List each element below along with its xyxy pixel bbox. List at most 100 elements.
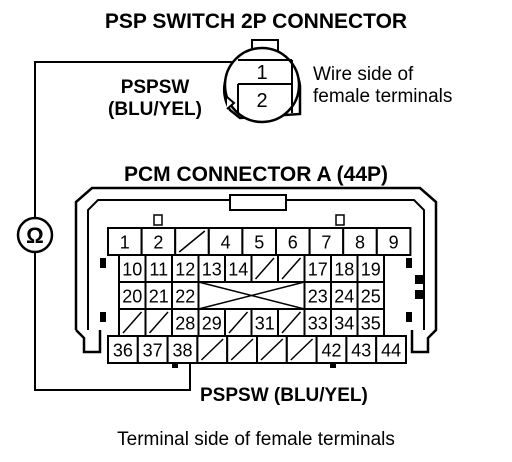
blank-terminal-block — [197, 281, 306, 310]
terminal-blank — [226, 335, 258, 364]
terminal-label: 22 — [175, 287, 195, 307]
terminal-blank — [224, 308, 253, 337]
terminal-17: 17 — [303, 254, 332, 283]
psp-side-note-line2: female terminals — [313, 86, 453, 107]
test-wire — [34, 61, 248, 218]
terminal-38: 38 — [166, 335, 199, 364]
terminal-label: 28 — [175, 314, 195, 334]
terminal-label: 11 — [149, 260, 168, 280]
terminal-1: 1 — [107, 227, 143, 256]
terminal-25: 25 — [356, 281, 385, 310]
terminal-label: 19 — [361, 260, 381, 280]
terminal-blank — [196, 335, 229, 364]
terminal-blank — [285, 335, 318, 364]
terminal-31: 31 — [250, 308, 279, 337]
terminal-14: 14 — [224, 254, 253, 283]
terminal-label: 33 — [308, 314, 328, 334]
terminal-33: 33 — [303, 308, 332, 337]
terminal-label: 9 — [389, 233, 399, 253]
terminal-label: 25 — [361, 287, 381, 307]
terminal-label: 42 — [321, 341, 341, 361]
terminal-label: 14 — [228, 260, 248, 280]
terminal-label: 10 — [122, 260, 142, 280]
terminal-35: 35 — [356, 308, 385, 337]
terminal-11: 11 — [144, 254, 173, 283]
terminal-blank — [174, 227, 210, 256]
terminal-28: 28 — [171, 308, 200, 337]
terminal-20: 20 — [118, 281, 147, 310]
terminal-label: 12 — [175, 260, 195, 280]
terminal-label: 31 — [255, 314, 275, 334]
terminal-label: 18 — [334, 260, 354, 280]
terminal-label: 1 — [120, 233, 130, 253]
terminal-label: 36 — [113, 341, 133, 361]
terminal-9: 9 — [375, 227, 412, 256]
terminal-19: 19 — [356, 254, 385, 283]
psp-side-note-line1: Wire side of — [313, 64, 414, 85]
psp-connector-title: PSP SWITCH 2P CONNECTOR — [104, 10, 408, 33]
terminal-blank — [144, 308, 173, 337]
terminal-label: 13 — [202, 260, 222, 280]
terminal-label: 7 — [321, 233, 331, 253]
terminal-7: 7 — [308, 227, 345, 256]
terminal-23: 23 — [303, 281, 332, 310]
terminal-label: 38 — [172, 341, 192, 361]
psp-wire-label-name: PSPSW — [120, 77, 190, 98]
terminal-label: 35 — [361, 314, 381, 334]
terminal-10: 10 — [118, 254, 147, 283]
terminal-43: 43 — [345, 335, 378, 364]
psp-wire-label-color: (BLU/YEL) — [108, 99, 202, 120]
terminal-2: 2 — [140, 227, 177, 256]
terminal-22: 22 — [171, 281, 200, 310]
ohm-symbol: Ω — [26, 223, 44, 248]
terminal-5: 5 — [241, 227, 277, 256]
terminal-label: 43 — [351, 341, 371, 361]
terminal-label: 17 — [308, 260, 328, 280]
terminal-label: 37 — [143, 341, 163, 361]
psp-connector: 1 2 — [222, 39, 302, 124]
test-wire-lower — [34, 252, 191, 391]
terminal-label: 29 — [202, 314, 222, 334]
terminal-blank — [256, 335, 288, 364]
terminal-44: 44 — [375, 335, 408, 364]
pcm-wire-label: PSPSW (BLU/YEL) — [200, 385, 368, 406]
pcm-connector-title: PCM CONNECTOR A (44P) — [123, 163, 389, 186]
terminal-12: 12 — [171, 254, 200, 283]
psp-pin-2: 2 — [256, 90, 267, 112]
terminal-6: 6 — [275, 227, 311, 256]
terminal-label: 21 — [149, 287, 169, 307]
terminal-label: 20 — [122, 287, 142, 307]
terminal-24: 24 — [330, 281, 359, 310]
terminal-21: 21 — [144, 281, 173, 310]
diagram-caption: Terminal side of female terminals — [117, 429, 395, 450]
psp-pin-1: 1 — [256, 62, 267, 84]
terminal-label: 44 — [381, 341, 401, 361]
psp-side-note: Wire side of female terminals — [313, 64, 503, 108]
terminal-4: 4 — [207, 227, 244, 256]
terminal-blank — [277, 254, 306, 283]
terminal-18: 18 — [330, 254, 359, 283]
terminal-label: 5 — [254, 233, 264, 253]
terminal-label: 4 — [221, 233, 231, 253]
terminal-label: 8 — [355, 233, 365, 253]
terminal-label: 2 — [153, 233, 163, 253]
ohmmeter-icon: Ω — [16, 216, 54, 254]
terminal-42: 42 — [315, 335, 348, 364]
terminal-label: 6 — [288, 233, 298, 253]
terminal-8: 8 — [342, 227, 378, 256]
terminal-29: 29 — [197, 308, 226, 337]
terminal-blank — [118, 308, 147, 337]
terminal-label: 24 — [334, 287, 354, 307]
terminal-34: 34 — [330, 308, 359, 337]
terminal-blank — [277, 308, 306, 337]
terminal-37: 37 — [136, 335, 169, 364]
terminal-36: 36 — [107, 335, 139, 364]
psp-wire-label: PSPSW (BLU/YEL) — [80, 77, 230, 121]
terminal-13: 13 — [197, 254, 226, 283]
terminal-label: 34 — [334, 314, 354, 334]
terminal-blank — [250, 254, 279, 283]
terminal-label: 23 — [308, 287, 328, 307]
